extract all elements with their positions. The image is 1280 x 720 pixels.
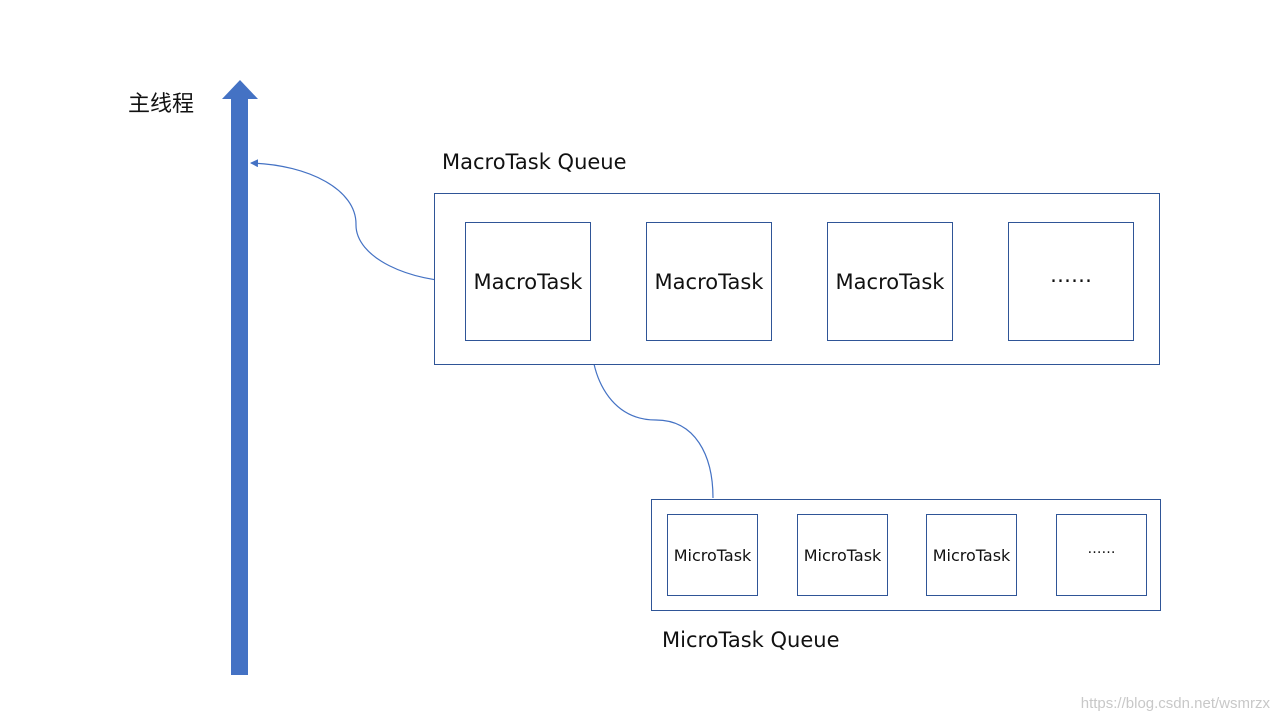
macrotask-item: MacroTask	[646, 222, 772, 341]
watermark-text: https://blog.csdn.net/wsmrzx	[1080, 695, 1270, 712]
main-thread-arrow-shaft	[231, 98, 248, 675]
microtask-item-label: MicroTask	[932, 545, 1011, 565]
macrotask-item: MacroTask	[465, 222, 591, 341]
macrotask-queue-title: MacroTask Queue	[442, 150, 627, 174]
macrotask-item-ellipsis: ……	[1008, 222, 1134, 341]
macrotask-item-label: MacroTask	[835, 269, 945, 294]
microtask-item-label: MicroTask	[803, 545, 882, 565]
microtask-item: MicroTask	[667, 514, 758, 596]
microtask-item: MicroTask	[926, 514, 1017, 596]
main-thread-arrow	[222, 80, 258, 675]
main-thread-label: 主线程	[128, 92, 195, 117]
microtask-queue-title: MicroTask Queue	[662, 628, 840, 652]
microtask-item-ellipsis: ……	[1056, 514, 1147, 596]
macrotask-item-label: MacroTask	[473, 269, 583, 294]
macrotask-item-label: MacroTask	[654, 269, 764, 294]
macrotask-item: MacroTask	[827, 222, 953, 341]
microtask-item: MicroTask	[797, 514, 888, 596]
microtask-item-label: MicroTask	[673, 545, 752, 565]
microqueue-to-macrotask-connector	[587, 340, 714, 499]
macrotask-ellipsis-label: ……	[1050, 263, 1092, 287]
microtask-ellipsis-label: ……	[1087, 541, 1116, 557]
main-thread-arrow-head	[222, 80, 258, 99]
macrotask-to-main-thread-connector	[250, 159, 465, 283]
